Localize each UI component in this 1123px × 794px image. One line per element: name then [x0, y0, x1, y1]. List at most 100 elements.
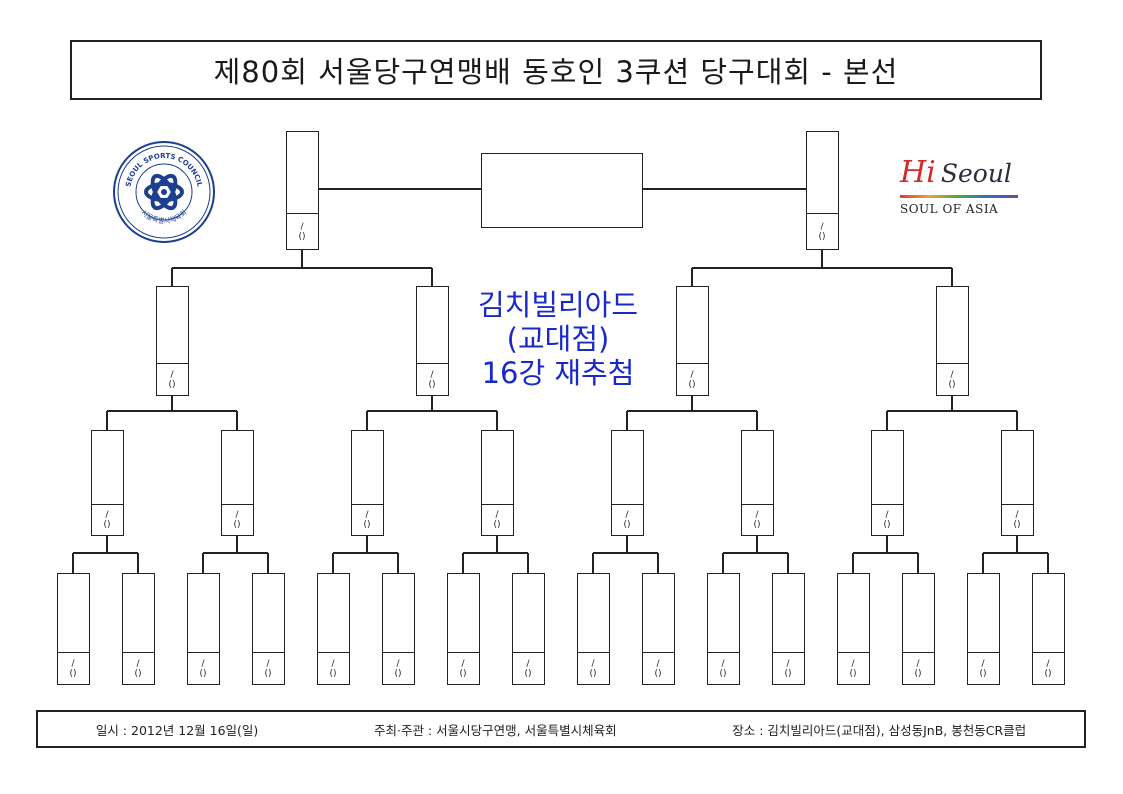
- score-slash: /: [365, 510, 369, 520]
- page-title: 제80회 서울당구연맹배 동호인 3쿠션 당구대회 - 본선: [213, 55, 899, 89]
- score-slash: /: [331, 658, 335, 669]
- bracket-line: [366, 411, 368, 430]
- final-result-box: [481, 153, 643, 228]
- score-slash: /: [396, 658, 400, 669]
- score-cell: /(): [122, 652, 154, 684]
- bracket-line: [593, 552, 658, 554]
- score-cell: /(): [156, 363, 188, 395]
- score-paren: (): [914, 668, 922, 679]
- quarterfinal-slot-2: /(): [415, 286, 449, 396]
- bracket-line: [691, 396, 693, 411]
- bracket-line: [431, 268, 433, 286]
- score-cell: /(): [57, 652, 89, 684]
- bracket-line: [951, 396, 953, 411]
- score-slash: /: [71, 658, 75, 669]
- hi-seoul-logo: Hi Seoul SOUL OF ASIA: [900, 158, 1030, 234]
- score-paren: (): [818, 231, 826, 242]
- round32-slot-12: /(): [771, 573, 805, 685]
- bracket-line: [366, 536, 368, 553]
- score-slash: /: [526, 658, 530, 669]
- score-cell: /(): [447, 652, 479, 684]
- bracket-line: [787, 553, 789, 573]
- score-paren: (): [688, 379, 696, 390]
- bracket-line: [332, 553, 334, 573]
- bracket-line: [318, 188, 481, 190]
- score-slash: /: [136, 658, 140, 669]
- score-paren: (): [168, 379, 176, 390]
- score-slash: /: [656, 658, 660, 669]
- bracket-line: [691, 268, 693, 286]
- bracket-line: [853, 552, 918, 554]
- score-cell: /(): [351, 504, 383, 535]
- bracket-line: [171, 268, 173, 286]
- score-cell: /(): [1001, 504, 1033, 535]
- event-venue: 장소 : 김치빌리아드(교대점), 삼성동JnB, 봉천동CR클럽: [732, 722, 1027, 738]
- score-slash: /: [625, 510, 629, 520]
- score-cell: /(): [416, 363, 448, 395]
- score-cell: /(): [806, 213, 838, 249]
- score-slash: /: [885, 510, 889, 520]
- score-slash: /: [981, 658, 985, 669]
- score-paren: (): [363, 520, 371, 530]
- score-slash: /: [170, 369, 174, 380]
- bracket-line: [626, 536, 628, 553]
- logo-tagline: SOUL OF ASIA: [900, 202, 999, 216]
- round16-slot-3: /(): [350, 430, 384, 536]
- score-slash: /: [300, 221, 304, 232]
- score-paren: (): [623, 520, 631, 530]
- score-paren: (): [264, 668, 272, 679]
- score-paren: (): [233, 520, 241, 530]
- score-slash: /: [495, 510, 499, 520]
- bracket-line: [172, 267, 432, 269]
- score-paren: (): [329, 668, 337, 679]
- bracket-line: [983, 552, 1048, 554]
- round32-slot-3: /(): [186, 573, 220, 685]
- score-slash: /: [721, 658, 725, 669]
- bracket-line: [267, 553, 269, 573]
- score-paren: (): [69, 668, 77, 679]
- score-paren: (): [849, 668, 857, 679]
- bracket-line: [1016, 536, 1018, 553]
- bracket-line: [301, 250, 303, 268]
- score-cell: /(): [382, 652, 414, 684]
- event-date: 일시 : 2012년 12월 16일(일): [95, 722, 259, 738]
- score-slash: /: [430, 369, 434, 380]
- round32-slot-13: /(): [836, 573, 870, 685]
- notice-line-3: 16강 재추첨: [481, 356, 635, 390]
- score-slash: /: [851, 658, 855, 669]
- score-slash: /: [105, 510, 109, 520]
- score-paren: (): [428, 379, 436, 390]
- score-slash: /: [266, 658, 270, 669]
- round16-slot-6: /(): [740, 430, 774, 536]
- score-slash: /: [235, 510, 239, 520]
- bracket-line: [821, 250, 823, 268]
- round32-slot-15: /(): [966, 573, 1000, 685]
- score-cell: /(): [286, 213, 318, 249]
- bracket-line: [723, 552, 788, 554]
- score-cell: /(): [577, 652, 609, 684]
- bracket-line: [367, 410, 497, 412]
- score-cell: /(): [481, 504, 513, 535]
- quarterfinal-slot-4: /(): [935, 286, 969, 396]
- bracket-line: [496, 536, 498, 553]
- score-paren: (): [589, 668, 597, 679]
- round32-slot-6: /(): [381, 573, 415, 685]
- round16-slot-7: /(): [870, 430, 904, 536]
- score-paren: (): [103, 520, 111, 530]
- notice-line-1: 김치빌리아드: [477, 288, 639, 322]
- score-cell: /(): [187, 652, 219, 684]
- bracket-line: [236, 536, 238, 553]
- round16-slot-2: /(): [220, 430, 254, 536]
- score-paren: (): [883, 520, 891, 530]
- bracket-line: [852, 553, 854, 573]
- bracket-line: [462, 553, 464, 573]
- bracket-line: [236, 411, 238, 430]
- bracket-line: [203, 552, 268, 554]
- semifinal-slot-1: /(): [285, 131, 319, 250]
- logo-seoul-text: Seoul: [940, 159, 1012, 188]
- bracket-line: [431, 396, 433, 411]
- round32-slot-11: /(): [706, 573, 740, 685]
- round32-slot-2: /(): [121, 573, 155, 685]
- bracket-line: [171, 396, 173, 411]
- score-paren: (): [199, 668, 207, 679]
